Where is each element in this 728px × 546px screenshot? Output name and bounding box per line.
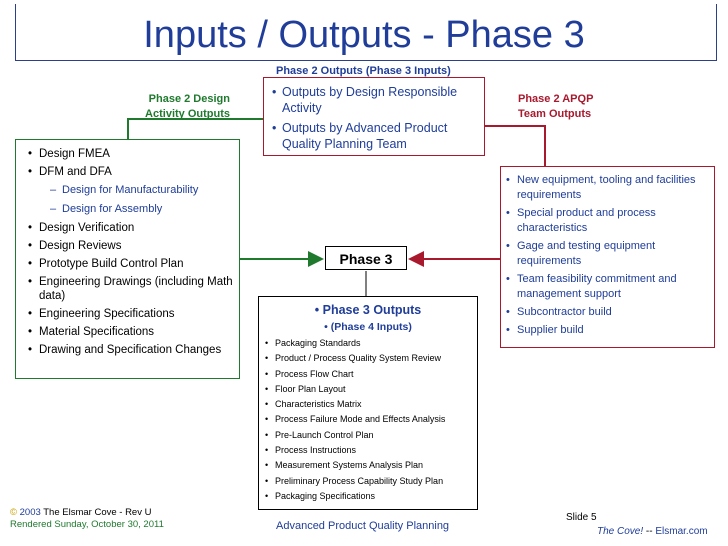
bullet-icon: • xyxy=(506,207,510,219)
bullet-icon: • xyxy=(265,475,269,486)
page-title: Inputs / Outputs - Phase 3 xyxy=(143,14,585,56)
list-item: •Process Flow Chart xyxy=(265,367,473,382)
bullet-icon: • xyxy=(272,121,277,135)
phase3-box: Phase 3 xyxy=(325,246,407,270)
bullet-icon: • xyxy=(324,321,328,333)
red-arrow xyxy=(408,125,546,267)
bullet-icon: • xyxy=(506,240,510,252)
bullet-icon: • xyxy=(265,429,269,440)
list-item: •Measurement Systems Analysis Plan xyxy=(265,458,473,473)
bullet-icon: • xyxy=(506,306,510,318)
left-list: •Design FMEA •DFM and DFA –Design for Manu… xyxy=(16,140,239,357)
list-item: •Supplier build xyxy=(506,324,584,336)
top-box-header: Phase 2 Outputs (Phase 3 Inputs) xyxy=(276,65,451,77)
site-link[interactable]: Elsmar.com xyxy=(655,526,708,537)
dash-icon: – xyxy=(50,203,57,215)
bullet-icon: • xyxy=(265,338,269,348)
list-item: •Special product and process characteris… xyxy=(506,207,656,234)
bullet-icon: • xyxy=(272,85,277,99)
bullet-icon: • xyxy=(28,166,33,178)
right-label: Phase 2 APQP Team Outputs xyxy=(518,93,594,120)
list-item: •Subcontractor build xyxy=(506,306,612,318)
list-item: •DFM and DFA xyxy=(28,166,112,178)
right-box: •New equipment, tooling and facilities r… xyxy=(500,166,715,348)
list-item: •Design FMEA xyxy=(28,148,110,160)
bullet-icon: • xyxy=(506,174,510,186)
bullet-icon: • xyxy=(506,273,510,285)
footer-center: Advanced Product Quality Planning xyxy=(276,520,450,532)
top-box: •Outputs by Design Responsible Activity … xyxy=(263,77,485,156)
list-item: •Engineering Specifications xyxy=(28,308,175,320)
list-item: •Engineering Drawings (including Math da… xyxy=(28,276,233,302)
list-item: •Process Failure Mode and Effects Analys… xyxy=(265,412,473,427)
bullet-icon: • xyxy=(28,308,33,320)
footer-copyright: © 2003 The Elsmar Cove - Rev U Rendered … xyxy=(10,507,164,530)
bottom-box: • Phase 3 Outputs • (Phase 4 Inputs) •Pa… xyxy=(258,296,478,510)
list-item: •Outputs by Design Responsible Activity xyxy=(272,85,458,115)
list-item: •Design Verification xyxy=(28,222,135,234)
list-item: •Material Specifications xyxy=(28,326,155,338)
bullet-icon: • xyxy=(265,383,269,394)
list-item: •Floor Plan Layout xyxy=(265,382,473,397)
bullet-icon: • xyxy=(28,148,33,160)
list-item: •Team feasibility commitment and managem… xyxy=(506,273,677,300)
bullet-icon: • xyxy=(265,490,269,501)
bullet-icon: • xyxy=(506,324,510,336)
list-item: •Prototype Build Control Plan xyxy=(28,258,184,270)
sub-list-item: –Design for Manufacturability xyxy=(50,184,199,196)
bottom-list: •Packaging Standards•Product / Process Q… xyxy=(259,333,477,504)
left-box: •Design FMEA •DFM and DFA –Design for Manu… xyxy=(15,139,240,379)
bullet-icon: • xyxy=(28,240,33,252)
list-item: •Characteristics Matrix xyxy=(265,397,473,412)
green-arrow xyxy=(127,118,324,267)
footer-cove: The Cove! -- Elsmar.com xyxy=(597,526,708,537)
bottom-heading: • Phase 3 Outputs xyxy=(314,303,422,317)
dash-icon: – xyxy=(50,184,57,196)
bullet-icon: • xyxy=(265,399,269,410)
bullet-icon: • xyxy=(265,445,269,456)
list-item: •Pre-Launch Control Plan xyxy=(265,428,473,443)
left-label: Phase 2 Design Activity Outputs xyxy=(145,93,230,120)
list-item: •Drawing and Specification Changes xyxy=(28,344,222,356)
bullet-icon: • xyxy=(265,414,269,425)
title-frame xyxy=(15,4,717,61)
list-item: •Design Reviews xyxy=(28,240,122,252)
bullet-icon: • xyxy=(265,353,269,364)
bullet-icon: • xyxy=(265,460,269,471)
list-item: •Process Instructions xyxy=(265,443,473,458)
list-item: •New equipment, tooling and facilities r… xyxy=(506,174,696,201)
bullet-icon: • xyxy=(265,368,269,379)
bullet-icon: • xyxy=(28,276,33,288)
right-list: •New equipment, tooling and facilities r… xyxy=(501,167,714,338)
bullet-icon: • xyxy=(28,326,33,338)
bullet-icon: • xyxy=(28,344,33,356)
sub-list-item: –Design for Assembly xyxy=(50,203,163,215)
bullet-icon: • xyxy=(28,258,33,270)
list-item: •Preliminary Process Capability Study Pl… xyxy=(265,474,473,489)
bottom-subheading: • (Phase 4 Inputs) xyxy=(324,321,412,333)
list-item: •Outputs by Advanced Product Quality Pla… xyxy=(272,121,448,151)
list-item: •Packaging Specifications xyxy=(265,489,473,504)
slide-number: Slide 5 xyxy=(566,512,597,523)
list-item: •Packaging Standards xyxy=(265,336,473,351)
bullet-icon: • xyxy=(314,303,320,317)
list-item: •Product / Process Quality System Review xyxy=(265,351,473,366)
list-item: •Gage and testing equipment requirements xyxy=(506,240,656,267)
bullet-icon: • xyxy=(28,222,33,234)
